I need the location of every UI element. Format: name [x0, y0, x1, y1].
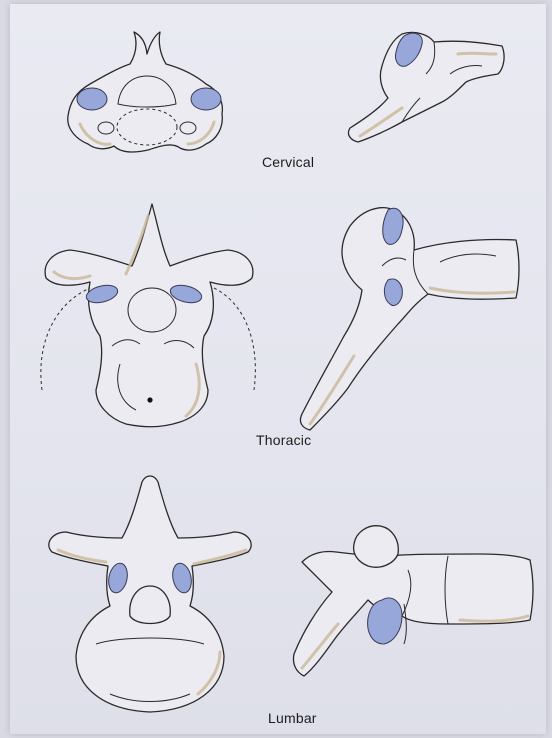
caption-lumbar: Lumbar [268, 710, 317, 726]
caption-thoracic: Thoracic [256, 432, 311, 448]
thoracic-inferior-facet [384, 279, 402, 306]
caption-cervical: Cervical [262, 154, 314, 170]
thoracic-vertebra-top-view [41, 204, 255, 427]
thoracic-center-dot [147, 397, 152, 402]
thoracic-vertebra-side-view [300, 208, 519, 430]
book-page: Cervical Thoracic Lumbar [10, 4, 546, 734]
cervical-vertebra-side-view [348, 32, 504, 142]
vertebrae-illustration [10, 4, 546, 734]
lumbar-vertebra-side-view [293, 526, 533, 676]
cervical-left-facet [77, 88, 107, 110]
lumbar-vertebra-top-view [49, 476, 251, 712]
cervical-right-facet [191, 88, 221, 110]
cervical-vertebra-top-view [68, 32, 223, 152]
